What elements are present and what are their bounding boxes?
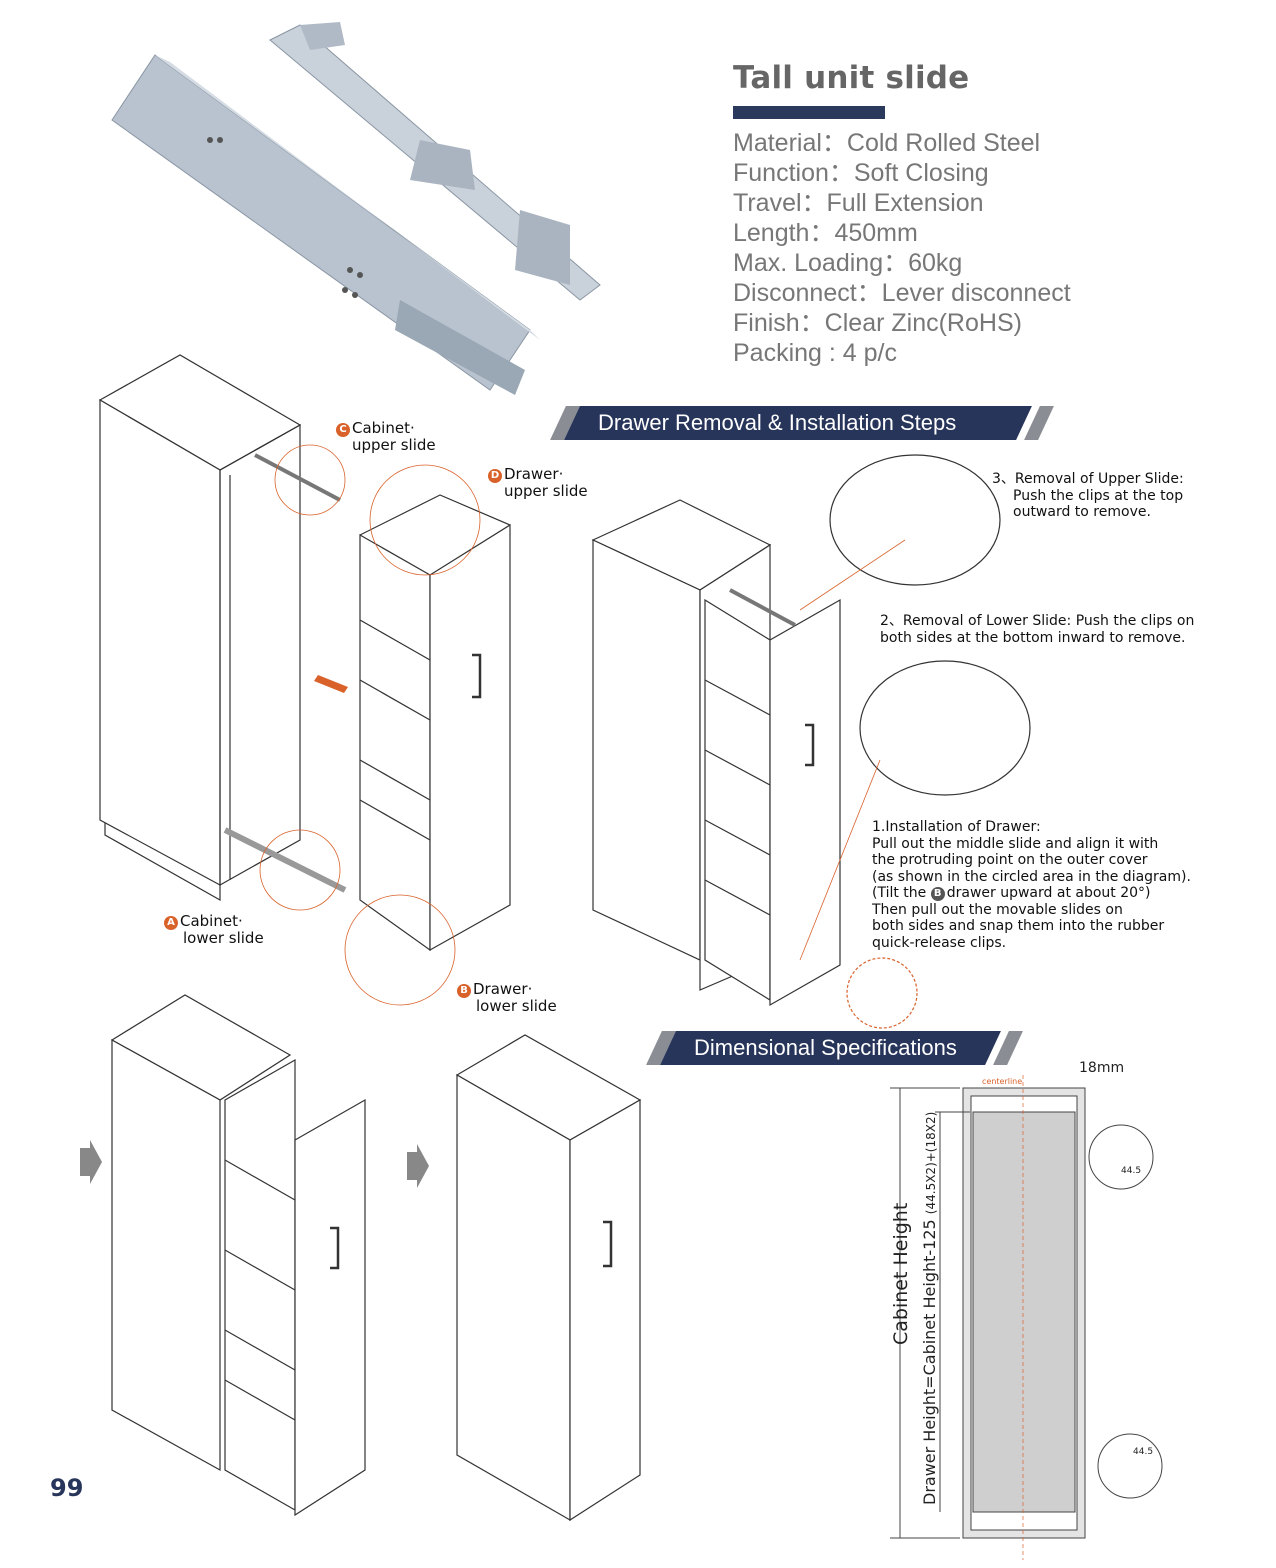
spec-max-loading: Max. Loading：60kg — [733, 249, 963, 277]
cabinet-open — [98, 354, 347, 902]
spec-finish: Finish：Clear Zinc(RoHS) — [733, 309, 1022, 337]
step-line: 3、Removal of Upper Slide: — [992, 471, 1184, 487]
drawer-unit — [359, 494, 511, 952]
step-text: drawer upward at about 20°) — [946, 885, 1151, 901]
step-2-text: 2、Removal of Lower Slide: Push the clips… — [880, 613, 1194, 646]
steps-heading: Drawer Removal & Installation Steps — [598, 410, 957, 435]
cabinet-height-label: Cabinet Height — [890, 1202, 912, 1345]
label-text: lower slide — [183, 929, 264, 947]
step-line: 1.Installation of Drawer: — [872, 819, 1041, 835]
dimension-drawing — [890, 1075, 1163, 1560]
title-underline — [733, 106, 885, 119]
label-text: Drawer· — [504, 465, 564, 483]
page-number: 99 — [50, 1474, 84, 1502]
step-text: (Tilt the — [872, 885, 927, 901]
step-line: (as shown in the circled area in the dia… — [872, 868, 1191, 885]
dims-heading: Dimensional Specifications — [694, 1035, 957, 1060]
gap-top-label: 44.5 — [1121, 1166, 1142, 1176]
gap-bottom-label: 44.5 — [1133, 1447, 1154, 1457]
step-line: Push the clips at the top — [1013, 487, 1184, 504]
spec-disconnect: Disconnect：Lever disconnect — [733, 279, 1071, 307]
spec-list: Material：Cold Rolled Steel Function：Soft… — [733, 128, 1071, 368]
formula-text: Drawer Height=Cabinet Height-125 — [920, 1219, 939, 1505]
badge-a: A — [164, 916, 178, 930]
step-3-text: 3、Removal of Upper Slide: Push the clips… — [992, 471, 1184, 521]
step-line: Pull out the middle slide and align it w… — [872, 835, 1159, 852]
badge-d: D — [488, 469, 502, 483]
label-text: Drawer· — [473, 980, 533, 998]
cabinet-drawer-inserted — [110, 994, 366, 1517]
spec-material: Material：Cold Rolled Steel — [733, 129, 1041, 157]
slide-product-photo — [111, 22, 601, 395]
step-line: Then pull out the movable slides on — [872, 901, 1123, 918]
label-text: Cabinet· — [352, 419, 415, 437]
spec-length: Length：450mm — [733, 219, 918, 247]
formula-note: (44.5X2)+(18X2) — [924, 1111, 938, 1215]
step-line: both sides at the bottom inward to remov… — [880, 629, 1186, 646]
product-title: Tall unit slide — [733, 60, 970, 96]
next-arrow-icon — [80, 1140, 102, 1184]
spec-travel: Travel：Full Extension — [733, 189, 984, 217]
centerline-label: centerline — [982, 1077, 1023, 1086]
next-arrow-icon — [407, 1144, 429, 1188]
steps-banner: Drawer Removal & Installation Steps — [550, 406, 1054, 440]
badge-b: B — [457, 984, 471, 998]
step-line: quick-release clips. — [872, 934, 1007, 951]
badge-b: B — [930, 887, 945, 901]
badge-c: C — [336, 423, 350, 437]
thickness-label: 18mm — [1079, 1060, 1125, 1076]
step-line: outward to remove. — [1013, 504, 1151, 520]
label-text: upper slide — [352, 436, 436, 454]
drawer-height-formula: Drawer Height=Cabinet Height-125 (44.5X2… — [920, 1112, 939, 1505]
spec-function: Function：Soft Closing — [733, 159, 989, 187]
step-line: both sides and snap them into the rubber — [872, 918, 1165, 934]
cabinet-closed — [455, 1034, 642, 1522]
arrow-icon — [314, 675, 348, 693]
step-line: 2、Removal of Lower Slide: Push the clips… — [880, 613, 1195, 629]
cabinet-with-drawer — [591, 499, 841, 1007]
label-text: lower slide — [476, 997, 557, 1015]
dims-banner: Dimensional Specifications — [646, 1031, 1023, 1065]
spec-packing: Packing : 4 p/c — [733, 339, 897, 367]
label-text: upper slide — [504, 482, 588, 500]
label-text: Cabinet· — [180, 912, 243, 930]
step-line: the protruding point on the outer cover — [872, 852, 1148, 868]
step-1-text: 1.Installation of Drawer: Pull out the m… — [872, 819, 1191, 951]
